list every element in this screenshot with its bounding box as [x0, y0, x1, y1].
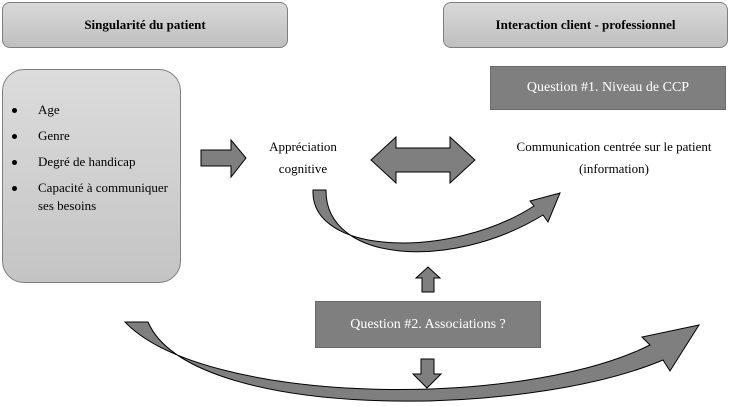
- right-arrow-icon: [200, 138, 247, 179]
- header-patient-singularity-label: Singularité du patient: [84, 17, 206, 32]
- bullet-icon: [12, 186, 17, 191]
- cognitive-appreciation-node: Appréciation cognitive: [269, 139, 337, 176]
- curved-arrow-top-icon: [312, 189, 561, 253]
- header-client-professional-interaction-label: Interaction client - professionnel: [495, 17, 676, 32]
- list-item: Degré de handicap: [12, 153, 174, 171]
- question-2-label: Question #2. Associations ?: [350, 316, 506, 332]
- list-item: Capacité à communiquer ses besoins: [12, 179, 174, 215]
- bullet-icon: [12, 108, 17, 113]
- list-item: Genre: [12, 127, 174, 145]
- patient-characteristics-list: Age Genre Degré de handicap Capacité à c…: [12, 101, 174, 223]
- down-arrow-icon: [411, 358, 443, 389]
- question-1-box: Question #1. Niveau de CCP: [490, 66, 726, 110]
- up-arrow-icon: [414, 266, 442, 293]
- header-patient-singularity: Singularité du patient: [2, 2, 288, 48]
- header-client-professional-interaction: Interaction client - professionnel: [443, 2, 728, 48]
- question-2-box: Question #2. Associations ?: [315, 301, 541, 348]
- double-arrow-icon: [370, 135, 476, 185]
- curved-arrow-bottom-icon: [123, 321, 701, 402]
- list-item: Age: [12, 101, 174, 119]
- bullet-icon: [12, 134, 17, 139]
- patient-characteristics-box: Age Genre Degré de handicap Capacité à c…: [2, 69, 181, 283]
- bullet-icon: [12, 160, 17, 165]
- patient-centered-communication-node: Communication centrée sur le patient (in…: [516, 139, 712, 176]
- question-1-label: Question #1. Niveau de CCP: [526, 80, 690, 95]
